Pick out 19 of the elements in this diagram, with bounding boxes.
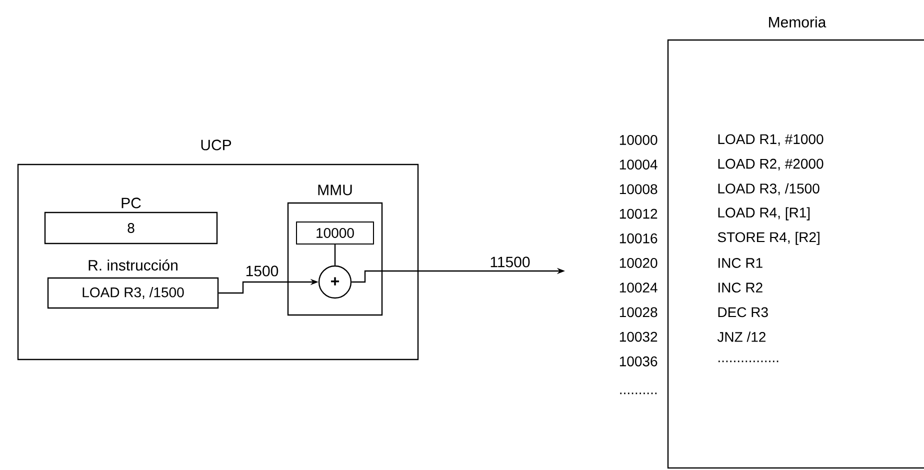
edge-label: 11500 <box>488 256 532 268</box>
register-box: R. instrucción LOAD R3, /1500 <box>47 259 219 309</box>
instruction-text: LOAD R1, #1000 <box>718 134 824 146</box>
node-label: MMU <box>318 184 352 196</box>
node-label: PC <box>122 198 141 208</box>
instruction-text: DEC R3 <box>718 307 768 318</box>
register-box: PC 8 <box>44 198 218 244</box>
instruction-text: INC R2 <box>718 282 762 293</box>
instruction-text: LOAD R4, [R1] <box>718 207 810 220</box>
instruction-text: STORE R4, [R2] <box>718 232 820 245</box>
instruction-text: ................ <box>718 360 778 362</box>
instruction-text: INC R1 <box>718 258 762 268</box>
register-box: 10000 <box>296 222 374 244</box>
node-label: R. instrucción <box>88 259 178 271</box>
instruction-text: JNZ /12 <box>717 332 766 342</box>
edge-label: 1500 <box>244 264 280 278</box>
instruction-text: LOAD R2, #2000 <box>718 158 824 170</box>
instruction-text: LOAD R3, /1500 <box>718 183 820 196</box>
node-label: UCP <box>201 140 232 150</box>
